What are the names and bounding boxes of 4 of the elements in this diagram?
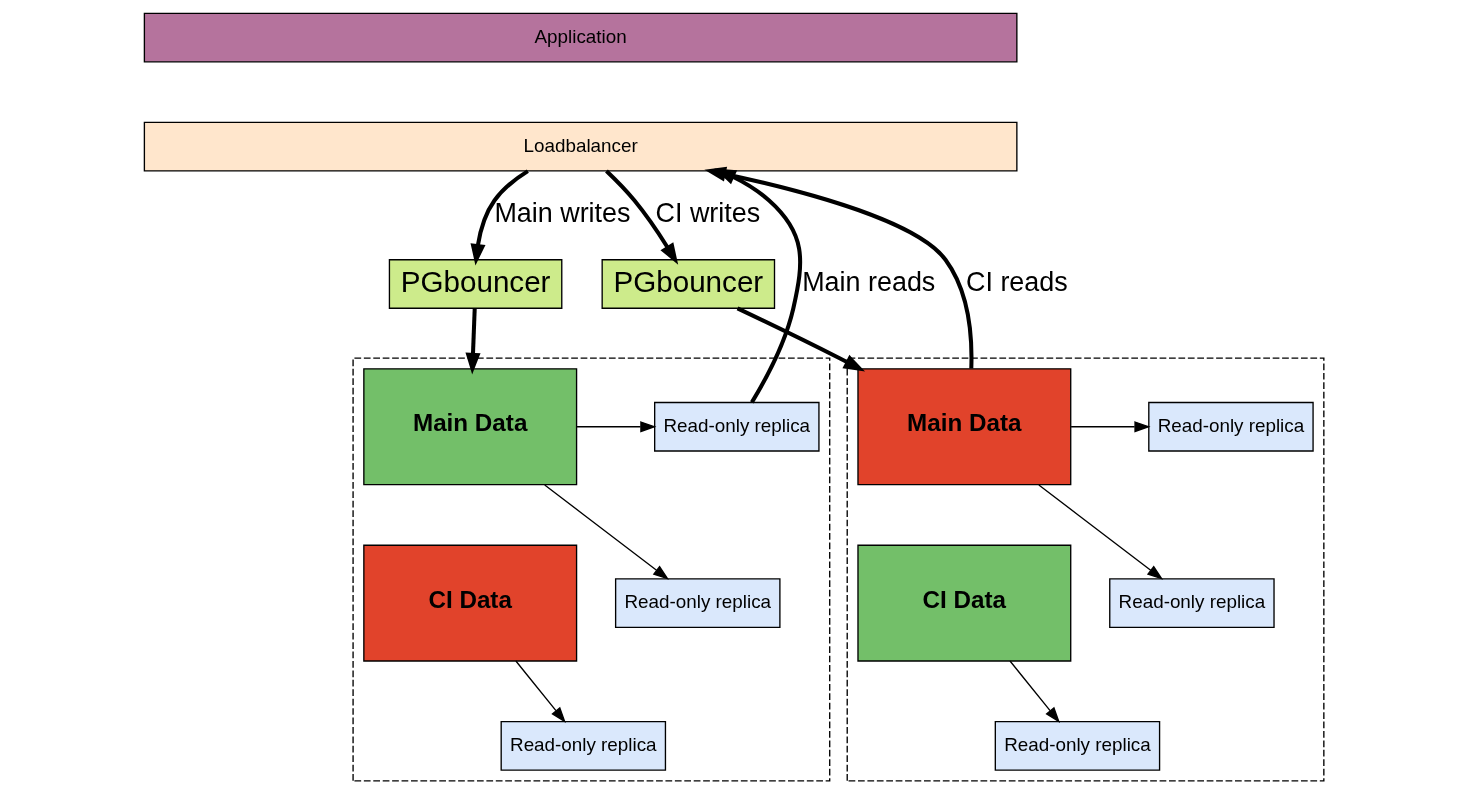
edge-label: Main writes — [493, 198, 630, 229]
edge-label: CI reads — [965, 266, 1068, 297]
edge-label: CI writes — [655, 198, 760, 229]
edge-label: Main reads — [801, 266, 935, 297]
